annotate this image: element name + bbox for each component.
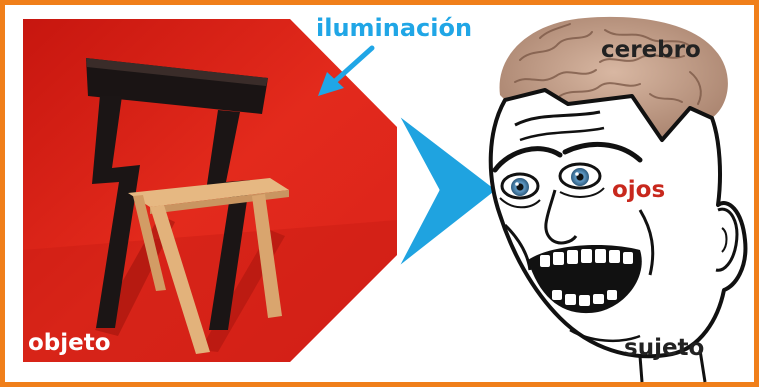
flow-arrow	[394, 110, 500, 272]
diagonal-arrow-icon	[318, 45, 375, 96]
eyes-label: ojos	[612, 177, 665, 203]
object-label: objeto	[28, 330, 111, 356]
eye-left	[500, 172, 540, 200]
subject-figure: cerebro	[488, 16, 748, 383]
illumination-arrow	[318, 45, 375, 96]
brain-label: cerebro	[601, 37, 701, 63]
subject-label: sujeto	[624, 335, 704, 361]
mouth	[528, 245, 642, 314]
illumination-label: iluminación	[316, 14, 472, 42]
triangle-arrow-icon	[394, 110, 500, 272]
eye-right	[558, 162, 602, 190]
brain-image: cerebro	[499, 16, 728, 140]
chair-image	[86, 58, 289, 354]
